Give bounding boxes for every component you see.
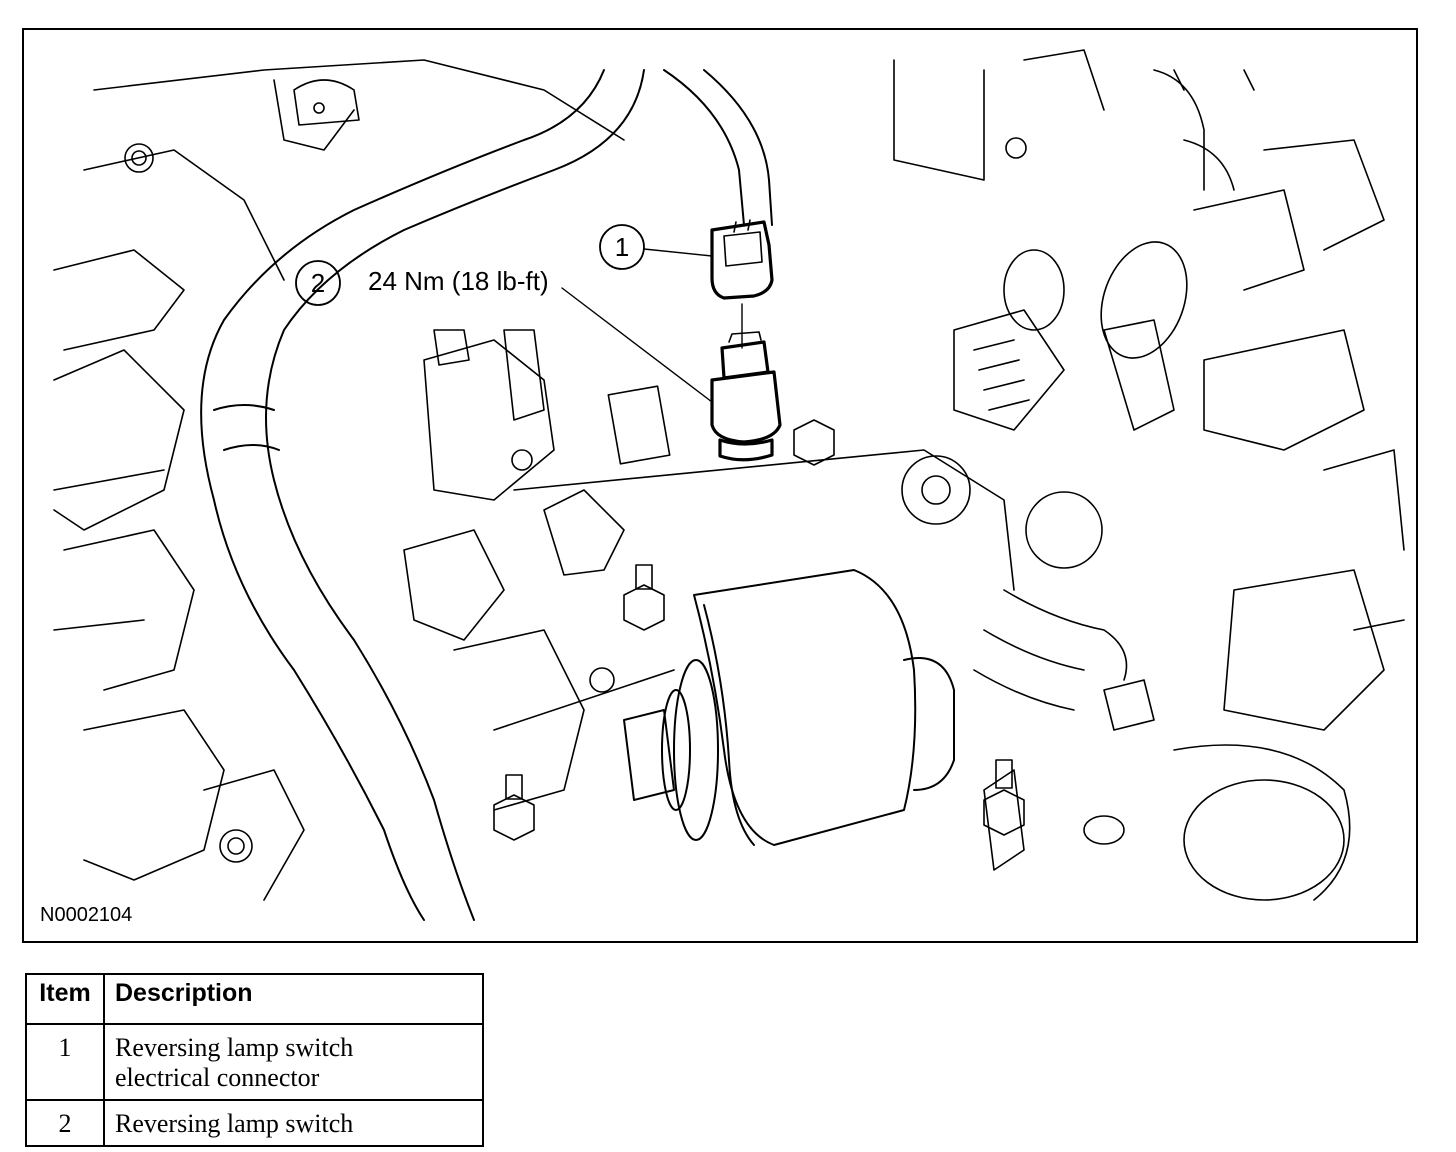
legend-table: Item Description 1 Reversing lamp switch… <box>25 973 484 1147</box>
header-description: Description <box>103 973 484 1025</box>
legend-row: 1 Reversing lamp switch electrical conne… <box>25 1023 484 1101</box>
electrical-connector-outline <box>710 219 774 300</box>
legend-description-line: Reversing lamp switch <box>115 1109 354 1138</box>
header-item: Item <box>25 973 105 1025</box>
transmission-line-drawing <box>53 49 1405 921</box>
callout-2-number: 2 <box>310 268 326 298</box>
shift-linkage <box>893 49 1405 901</box>
legend-description-line: Reversing lamp switch <box>115 1033 354 1062</box>
legend-description: Reversing lamp switch <box>103 1099 484 1147</box>
figure-id: N0002104 <box>40 904 133 926</box>
coolant-hose <box>200 69 773 921</box>
gearbox-casing <box>403 329 1015 811</box>
legend-item-number: 1 <box>25 1023 105 1101</box>
left-housing <box>53 59 625 901</box>
legend-description-line: electrical connector <box>115 1063 320 1092</box>
leader-lines <box>561 248 743 403</box>
legend-row: 2 Reversing lamp switch <box>25 1099 484 1147</box>
legend-item-number: 2 <box>25 1099 105 1147</box>
diagram-frame: 1 2 24 Nm (18 lb-ft) N0002104 <box>22 28 1418 943</box>
transmission-mount <box>623 569 955 846</box>
callout-circles <box>295 224 645 306</box>
reversing-lamp-switch-outline <box>710 331 782 462</box>
callout-1-number: 1 <box>614 232 630 262</box>
torque-specification: 24 Nm (18 lb-ft) <box>364 266 553 297</box>
legend-header-row: Item Description <box>25 973 484 1025</box>
legend-description: Reversing lamp switch electrical connect… <box>103 1023 484 1101</box>
bolt-heads <box>493 419 1025 841</box>
